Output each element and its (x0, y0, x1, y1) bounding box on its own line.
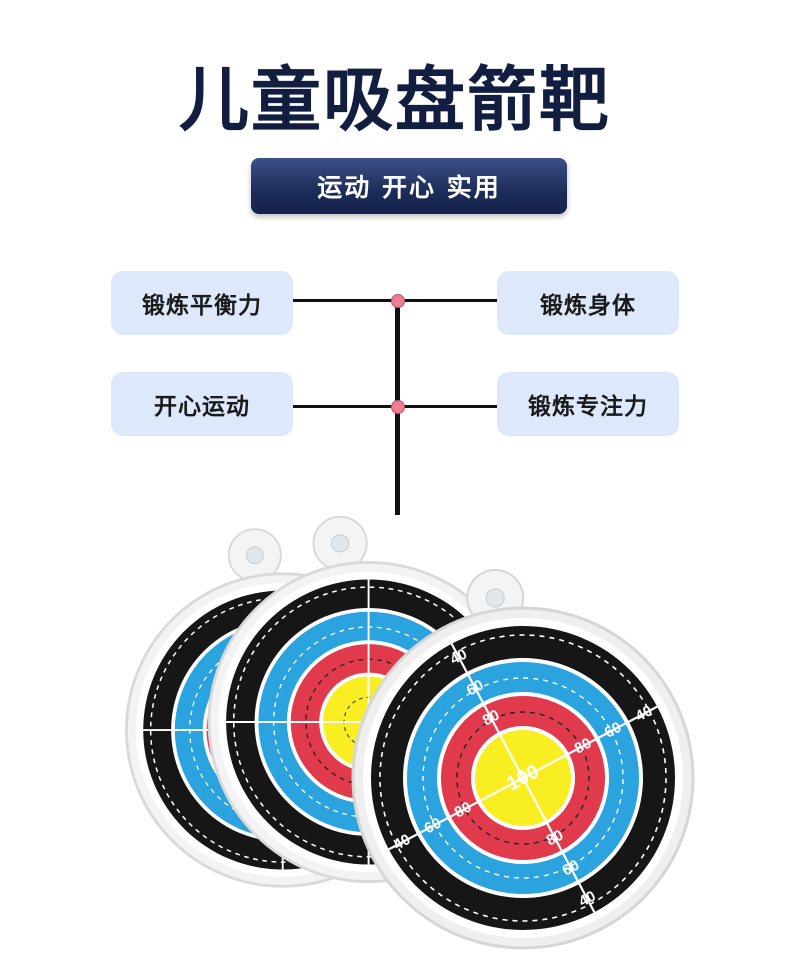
feature-tag-balance: 锻炼平衡力 (111, 271, 293, 335)
score-label-outer-top: 40 (447, 646, 470, 669)
feature-tag-focus: 锻炼专注力 (497, 372, 679, 436)
score-label-outer-left: 40 (391, 831, 414, 854)
connector-dot-top (391, 294, 405, 308)
connector-dot-bottom (391, 400, 405, 414)
score-label-middle-top: 60 (464, 677, 487, 700)
score-label-inner-left: 80 (452, 799, 475, 822)
score-label-middle-left: 60 (422, 814, 445, 837)
dartboard-front: 40 60 80 40 60 80 40 60 80 40 60 80 100 (351, 568, 695, 950)
score-label-inner-bottom: 80 (544, 827, 567, 850)
feature-tag-fun-exercise: 开心运动 (111, 372, 293, 436)
score-label-outer-bottom: 40 (576, 888, 599, 911)
subtitle-text: 运动 开心 实用 (317, 173, 501, 202)
score-label-middle-bottom: 60 (560, 857, 583, 880)
score-label-middle-right: 60 (602, 719, 625, 742)
subtitle-banner: 运动 开心 实用 (251, 158, 567, 214)
score-label-inner-top: 80 (480, 707, 503, 730)
score-label-inner-right: 80 (572, 735, 595, 758)
feature-tag-body: 锻炼身体 (497, 271, 679, 335)
page-title: 儿童吸盘箭靶 (179, 59, 611, 141)
score-label-outer-right: 40 (633, 702, 656, 725)
